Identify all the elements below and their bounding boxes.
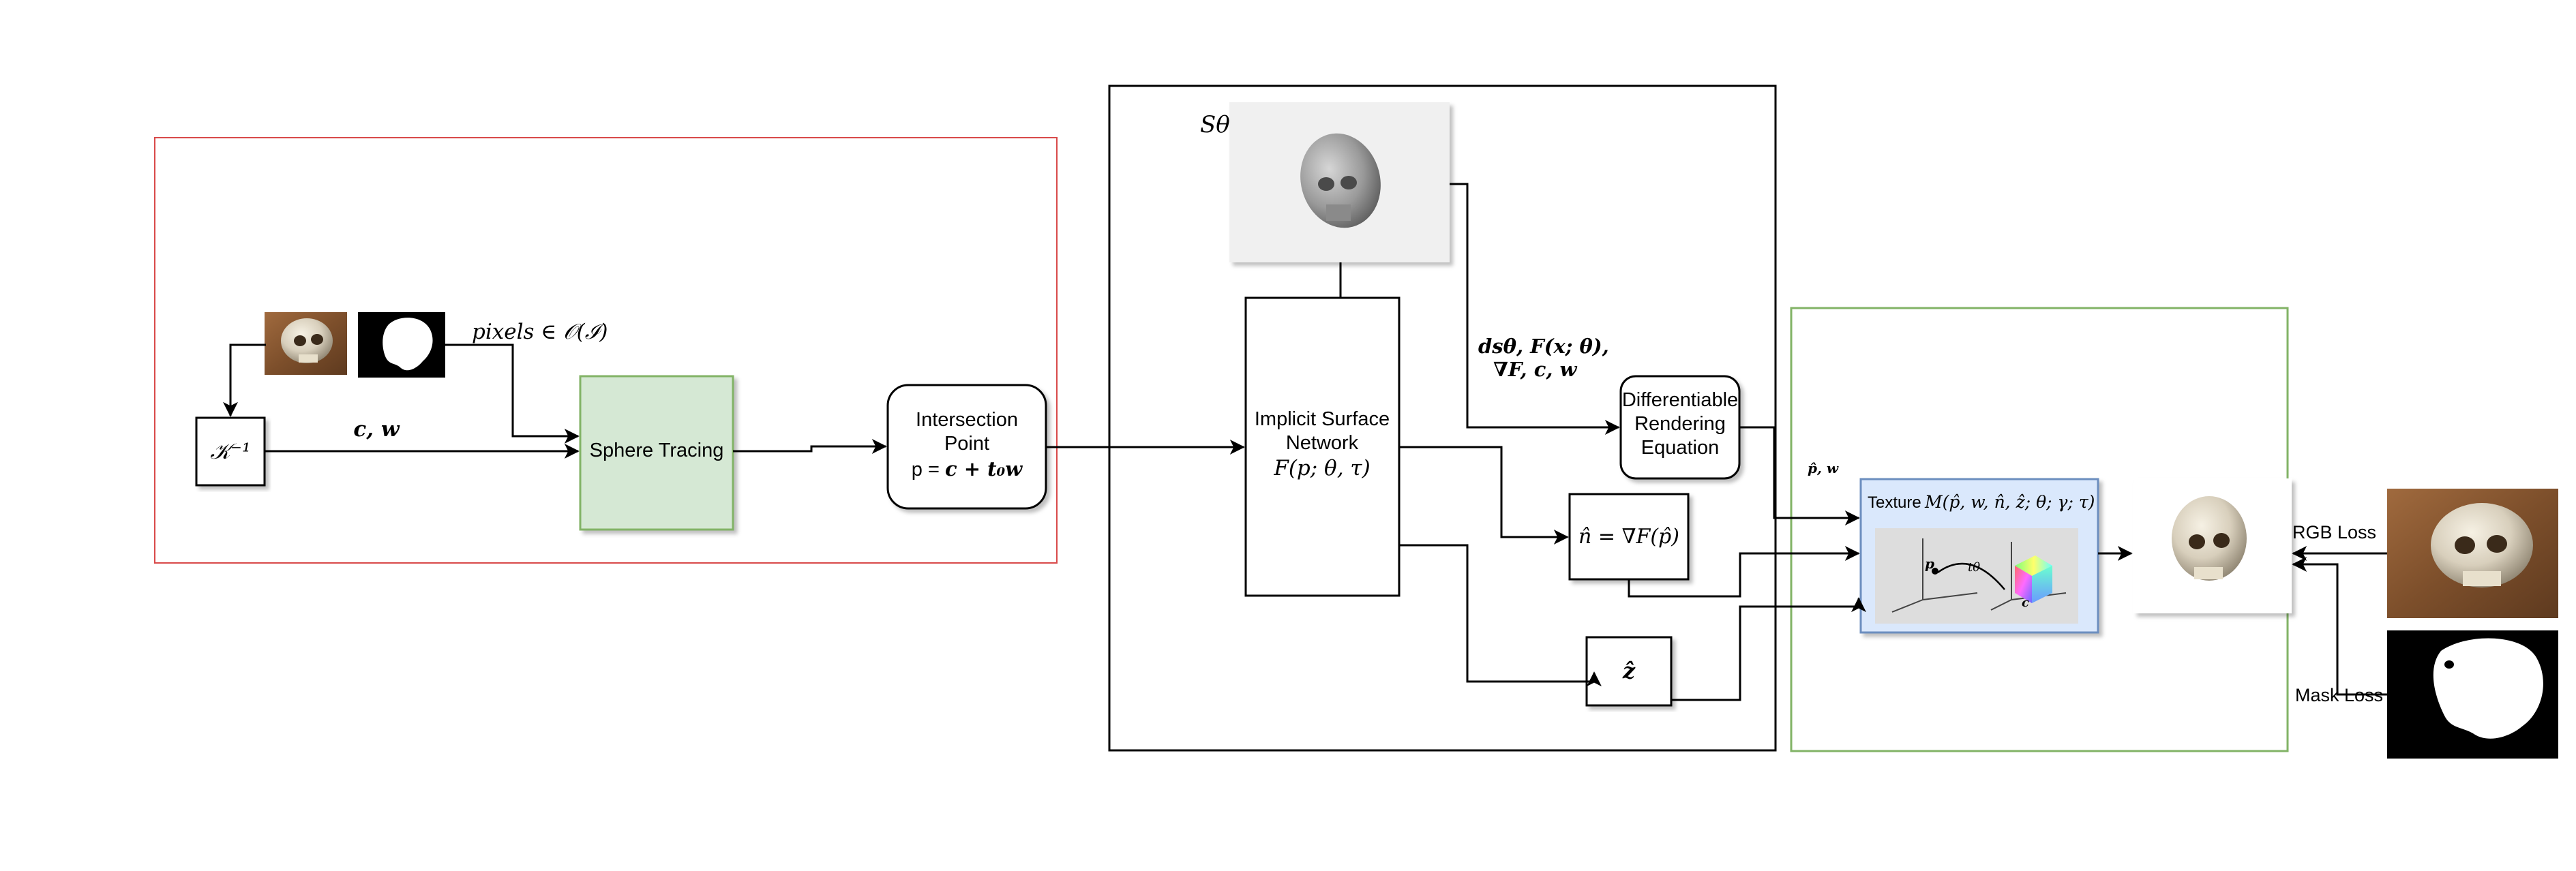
texture-label: Texture: [1868, 493, 1921, 512]
render-eq-line3: Equation: [1641, 437, 1720, 459]
sphere-tracing-label: Sphere Tracing: [590, 440, 724, 461]
render-inputs-line1: dsθ, F(x; θ),: [1478, 335, 1609, 358]
network-formula: F(p; θ, τ): [1273, 456, 1370, 480]
pw-label: p̂, w: [1808, 460, 1839, 476]
connectors: [223, 183, 2387, 701]
gt-rgb-image: [2387, 489, 2558, 618]
normal-box: [1568, 493, 1690, 581]
sphere-tracing-box: [579, 375, 734, 531]
render-inputs-line2: ∇F, c, w: [1493, 358, 1578, 381]
surface-network-frame: [1108, 85, 1777, 752]
input-skull-photo: [265, 312, 347, 375]
network-label-line1: Implicit Surface: [1255, 408, 1390, 430]
inset-t-label: tθ: [1968, 560, 1980, 575]
gt-mask-image: [2387, 630, 2558, 759]
intersection-label-line1: Intersection: [916, 409, 1018, 431]
inverse-intrinsics-label: 𝒦⁻¹: [210, 438, 250, 464]
rendered-skull-image: [2133, 478, 2292, 613]
normal-label: n̂ = ∇F(p̂): [1578, 525, 1679, 549]
view-direction-box: [1585, 636, 1673, 707]
inset-c-label: c: [2022, 596, 2029, 610]
network-label-line2: Network: [1286, 432, 1359, 454]
geometry-render-image: [1229, 102, 1450, 262]
texture-inset-figure: p tθ c: [1875, 528, 2078, 624]
zhat-label: ẑ: [1622, 658, 1636, 684]
inset-p-label: p: [1925, 555, 1934, 572]
ray-generation-frame: [154, 137, 1058, 564]
intersection-formula: p = c + t₀w: [912, 457, 1023, 480]
ray-params-label: c, w: [353, 417, 400, 442]
render-eq-line2: Rendering: [1634, 413, 1726, 435]
render-eq-line1: Differentiable: [1622, 389, 1738, 411]
implicit-surface-network-box: [1244, 296, 1401, 597]
texture-formula: M(p̂, w, n̂, ẑ; θ; γ; τ): [1924, 492, 2095, 512]
intersection-label-line2: Point: [944, 433, 989, 455]
input-mask-image: [358, 312, 445, 378]
s-theta-label: Sθ: [1200, 111, 1230, 138]
rgb-loss-label: RGB Loss: [2292, 522, 2376, 543]
pixels-label: pixels ∈ 𝒪(ℐ): [472, 320, 608, 344]
